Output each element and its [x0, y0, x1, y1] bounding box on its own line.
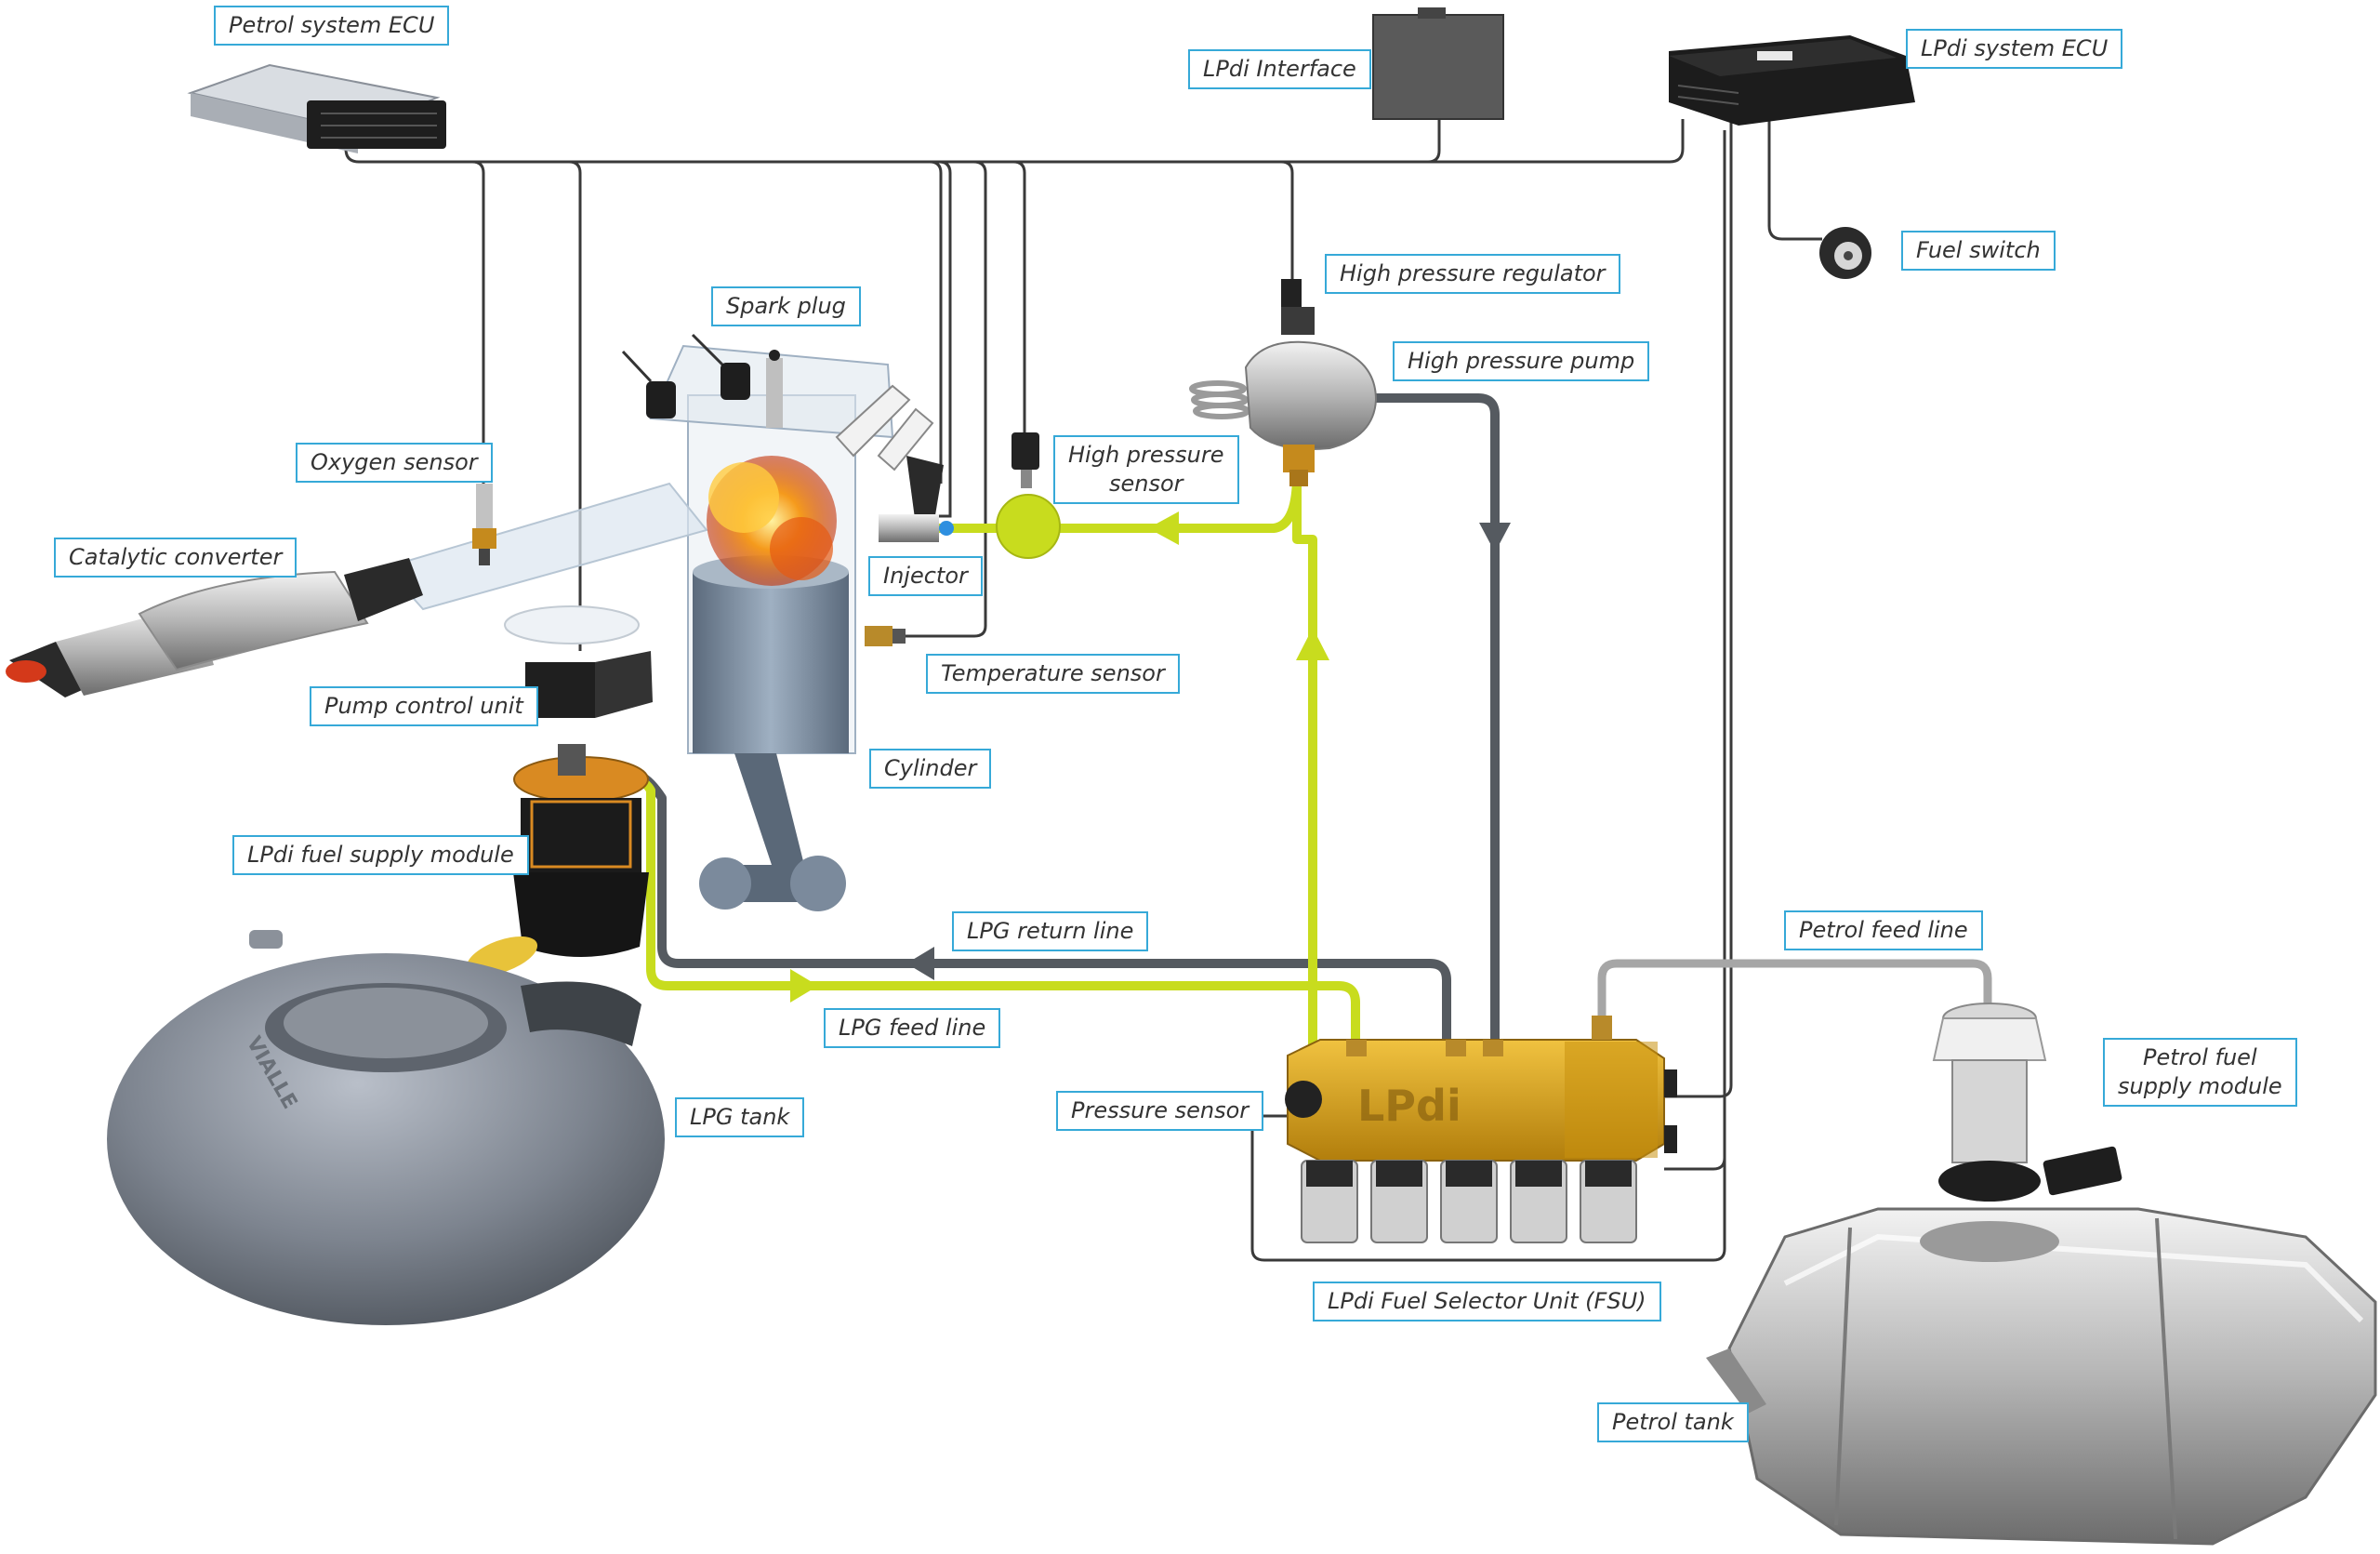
label-lpg-return-line: LPG return line	[952, 911, 1149, 951]
fuel-switch-unit	[1819, 227, 1871, 279]
oxygen-sensor-wire	[471, 160, 485, 488]
label-temperature-sensor: Temperature sensor	[926, 654, 1180, 694]
fsu-logo: LPdi	[1357, 1081, 1461, 1131]
fsu-wire-1	[1664, 119, 1733, 1098]
lpdi-ecu-unit	[1669, 35, 1915, 126]
label-lpdi-interface: LPdi Interface	[1188, 49, 1371, 89]
label-catalytic-converter: Catalytic converter	[54, 538, 298, 578]
petrol-tank-unit	[1706, 1207, 2377, 1546]
fuel-switch-wire	[1767, 119, 1822, 241]
label-petrol-tank: Petrol tank	[1597, 1402, 1749, 1442]
petrol-feed-line	[1597, 959, 1992, 1020]
label-cylinder: Cylinder	[869, 749, 992, 789]
lpdi-fuel-supply-module	[466, 744, 649, 976]
arrow-lpg-up	[1296, 628, 1329, 660]
hp-sensor-wire	[1012, 160, 1026, 432]
label-lpg-feed-line: LPG feed line	[824, 1008, 1001, 1048]
label-pressure-sensor: Pressure sensor	[1056, 1091, 1264, 1131]
temperature-sensor-wire	[892, 160, 987, 638]
label-lpg-tank: LPG tank	[675, 1097, 805, 1137]
lpg-tank-unit: VIALLE	[107, 930, 665, 1325]
hp-sensor-unit	[996, 432, 1061, 559]
injector-unit	[879, 456, 954, 542]
signal-wires	[344, 119, 1822, 1262]
label-lpdi-ecu: LPdi system ECU	[1906, 29, 2123, 69]
flow-arrows	[790, 511, 1511, 1003]
label-fsu: LPdi Fuel Selector Unit (FSU)	[1313, 1282, 1661, 1322]
fsu-wire-3	[1250, 130, 1726, 1262]
cylinder-unit	[384, 333, 934, 911]
interface-wire	[1427, 119, 1441, 164]
label-lpdi-fuel-supply-module: LPdi fuel supply module	[232, 835, 529, 875]
high-pressure-pump-unit	[1189, 279, 1378, 486]
catalytic-converter-unit	[6, 484, 496, 697]
fsu-unit: LPdi	[1285, 1016, 1677, 1243]
hp-regulator-wire	[1280, 160, 1294, 279]
label-petrol-feed-line: Petrol feed line	[1784, 910, 1983, 950]
arrow-lpg-return	[906, 947, 934, 980]
label-petrol-ecu: Petrol system ECU	[214, 6, 450, 46]
main-signal-bus	[344, 119, 1685, 164]
pump-control-wire	[568, 160, 582, 651]
label-high-pressure-regulator: High pressure regulator	[1325, 254, 1620, 294]
label-injector: Injector	[868, 556, 983, 596]
label-spark-plug: Spark plug	[711, 286, 861, 326]
temperature-sensor-unit	[865, 626, 906, 646]
hp-return-line	[1371, 393, 1500, 1056]
arrow-hp-return	[1479, 523, 1511, 552]
petrol-ecu-unit	[187, 63, 446, 153]
label-oxygen-sensor: Oxygen sensor	[296, 443, 493, 483]
label-high-pressure-pump: High pressure pump	[1393, 341, 1650, 381]
cylinder-wire	[929, 160, 943, 484]
lpdi-interface-unit	[1372, 7, 1504, 120]
arrow-lpg-feed	[790, 969, 818, 1003]
label-fuel-switch: Fuel switch	[1901, 231, 2056, 271]
arrow-lpg-to-rail	[1148, 511, 1179, 545]
injector-wire	[920, 160, 952, 518]
label-pump-control-unit: Pump control unit	[310, 686, 538, 726]
petrol-fuel-supply-module	[1932, 1003, 2122, 1202]
